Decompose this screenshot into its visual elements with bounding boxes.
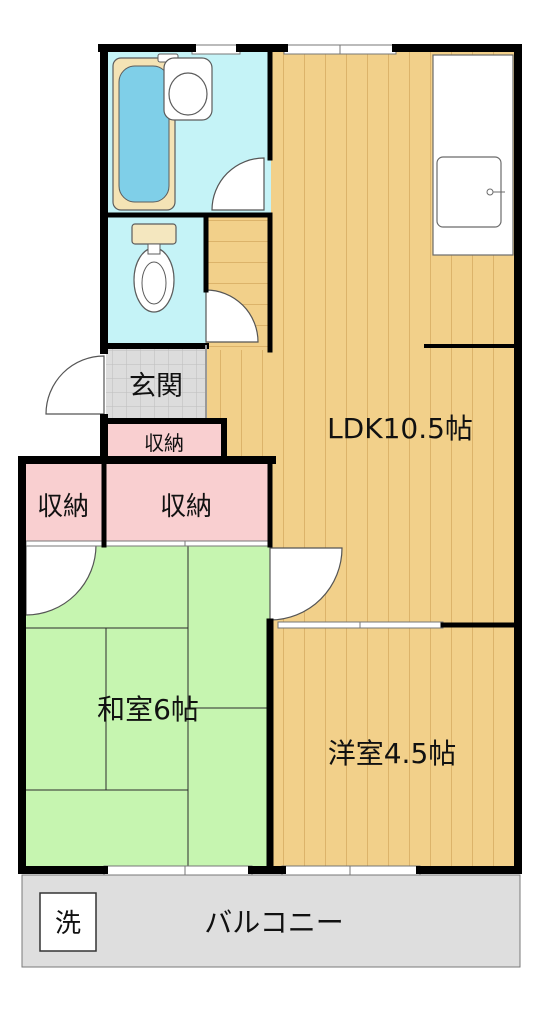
entrance-label: 玄関	[129, 371, 183, 402]
walls	[18, 44, 522, 874]
washer-box	[39, 892, 97, 952]
washer-label: 洗	[55, 909, 81, 939]
toilet	[131, 223, 177, 313]
washbasin	[163, 57, 213, 121]
japanese-room-label: 和室6帖	[97, 693, 199, 726]
storage-left-label: 収納	[37, 492, 89, 522]
entrance-floor	[106, 348, 206, 418]
storage-left-floor	[22, 461, 102, 541]
storage-small-label: 収納	[144, 431, 184, 455]
kitchen-counter	[432, 54, 514, 256]
western-room-floor	[270, 625, 515, 870]
storage-small-floor	[106, 423, 222, 458]
tatami-lines	[22, 545, 270, 870]
balcony-floor	[21, 874, 521, 968]
ldk-label: LDK10.5帖	[327, 412, 473, 445]
door-swings	[25, 157, 343, 621]
western-room-label: 洋室4.5帖	[328, 737, 457, 770]
balcony-label: バルコニー	[204, 906, 343, 939]
bathtub	[112, 57, 176, 211]
storage-right-label: 収納	[160, 492, 212, 522]
storage-right-floor	[106, 461, 270, 541]
